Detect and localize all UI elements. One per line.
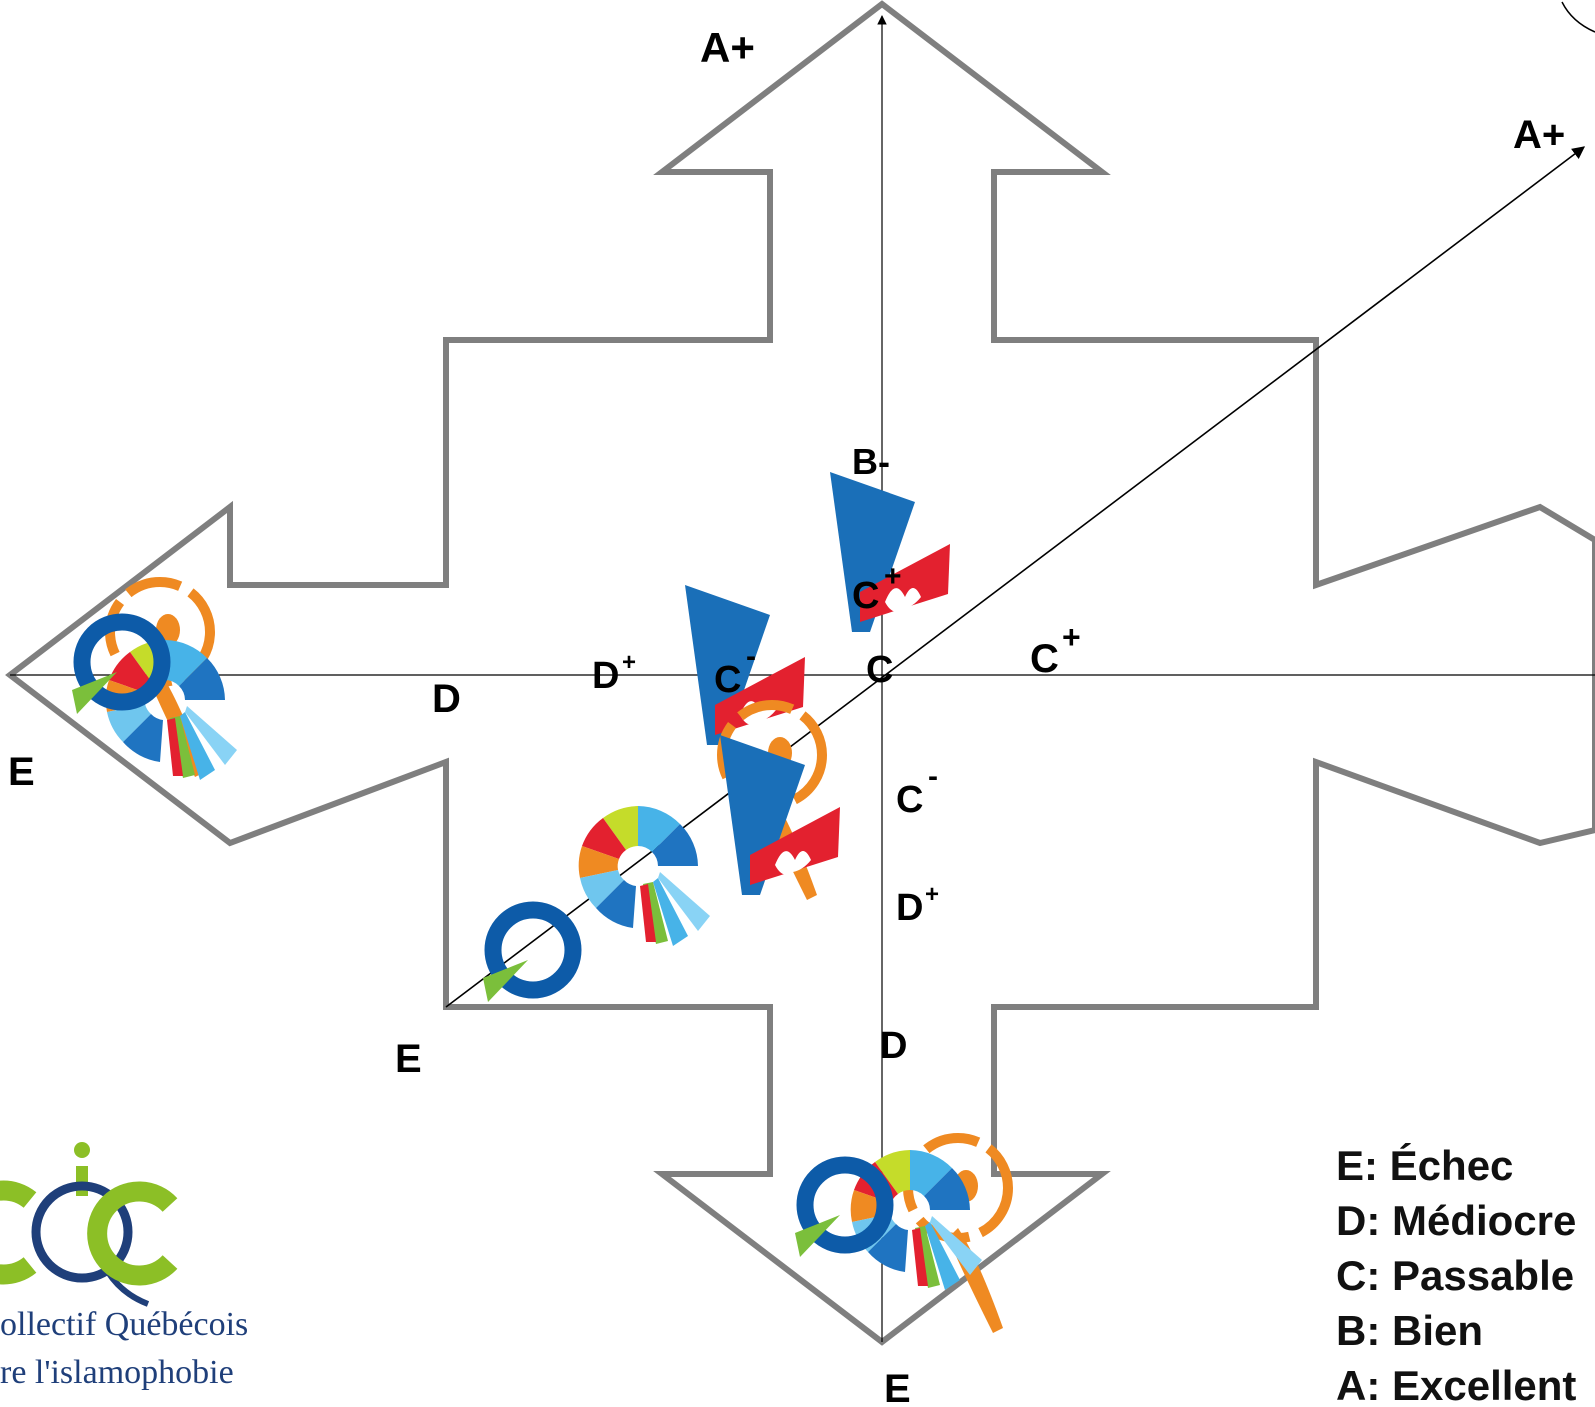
cqci-logo: ollectif Québécois re l'islamophobie	[0, 1142, 248, 1391]
horizontal-c-minus-sup: -	[746, 640, 756, 673]
diagonal-bottom-label: E	[395, 1037, 422, 1081]
legend-line-e: E: Échec	[1336, 1142, 1513, 1189]
horizontal-c-plus-sup: +	[1062, 619, 1081, 655]
logo-text-line2: re l'islamophobie	[0, 1354, 234, 1391]
vertical-d-plus-sup: +	[925, 881, 939, 908]
vertical-c-plus-sup: +	[884, 560, 902, 593]
horizontal-left-label: E	[8, 750, 35, 794]
vertical-c-minus-sup: -	[928, 760, 938, 793]
grade-legend: E: Échec D: Médiocre C: Passable B: Bien…	[1336, 1142, 1576, 1407]
diagonal-axis-line	[445, 146, 1586, 1008]
legend-line-d: D: Médiocre	[1336, 1197, 1576, 1244]
logo-center-o	[31, 1181, 133, 1283]
vertical-c-plus-label: C	[852, 575, 879, 617]
vertical-top-label: A+	[700, 24, 755, 71]
vertical-b-minus-label: B-	[852, 441, 890, 482]
logo-left-c	[0, 1180, 37, 1285]
center-cluster	[483, 472, 950, 1002]
legend-line-a: A: Excellent	[1336, 1362, 1576, 1407]
diagonal-top-label: A+	[1513, 113, 1565, 157]
logo-text-line1: ollectif Québécois	[0, 1306, 248, 1343]
horizontal-c-minus-label: C	[714, 659, 741, 701]
corner-arc	[1561, 1, 1595, 33]
bottom-cluster	[795, 1138, 1008, 1333]
horizontal-d-label: D	[432, 677, 461, 721]
legend-line-c: C: Passable	[1336, 1252, 1574, 1299]
vertical-d-plus-label: D	[896, 887, 923, 929]
vertical-c-label: C	[866, 649, 893, 691]
vertical-c-minus-label: C	[896, 779, 923, 821]
horizontal-c-plus-label: C	[1030, 637, 1059, 681]
horizontal-d-plus-sup: +	[622, 649, 636, 676]
logo-dot	[74, 1142, 90, 1158]
horizontal-d-plus-label: D	[592, 655, 619, 697]
legend-line-b: B: Bien	[1336, 1307, 1483, 1354]
logo-right-c	[87, 1181, 178, 1286]
logo-stem	[76, 1166, 88, 1196]
vertical-bottom-label: E	[884, 1367, 911, 1407]
vertical-d-label: D	[880, 1025, 907, 1067]
